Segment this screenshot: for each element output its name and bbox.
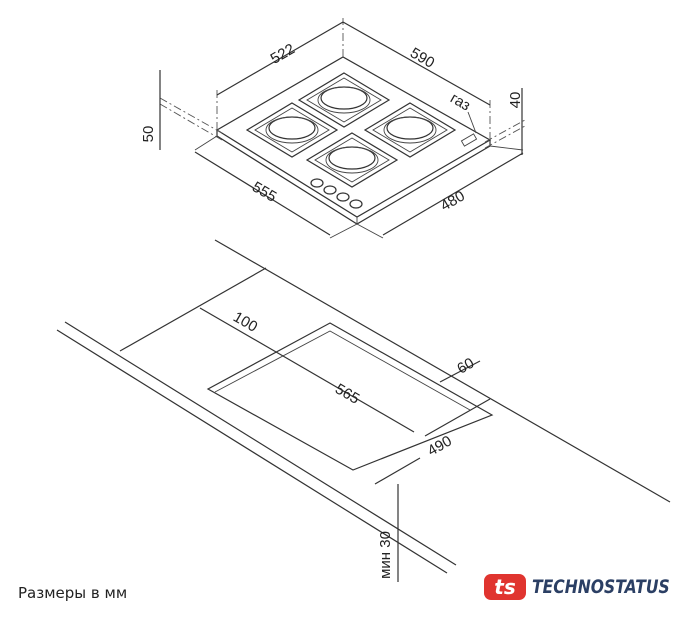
burner-left [245, 102, 339, 158]
dim-590: 590 [407, 44, 437, 71]
burner-right [363, 102, 457, 158]
dim-min-30: мин 30 [377, 531, 394, 579]
dim-40: 40 [507, 92, 524, 109]
logo-text: TECHNOSTATUS [532, 576, 670, 598]
gas-inlet [460, 133, 478, 147]
control-knobs [310, 178, 363, 209]
cutout-outer [206, 322, 494, 471]
burner-front [305, 132, 399, 188]
dim-50: 50 [140, 126, 157, 143]
dim-100: 100 [230, 308, 260, 335]
hob-dimension-lines: 522 590 50 40 555 480 газ [140, 18, 526, 239]
dim-60: 60 [454, 355, 477, 378]
countertop [56, 239, 671, 574]
cutout-dimension-lines: 100 565 60 490 мин 30 [199, 307, 491, 582]
units-caption: Размеры в мм [18, 584, 128, 602]
hob [215, 56, 492, 225]
logo-mark: ts [484, 574, 526, 600]
dim-565: 565 [332, 380, 362, 407]
cutout-inner [214, 330, 471, 411]
dim-490: 490 [425, 432, 455, 459]
dim-480: 480 [438, 187, 468, 214]
burner-back [297, 72, 391, 128]
technostatus-logo: ts TECHNOSTATUS [484, 574, 686, 600]
